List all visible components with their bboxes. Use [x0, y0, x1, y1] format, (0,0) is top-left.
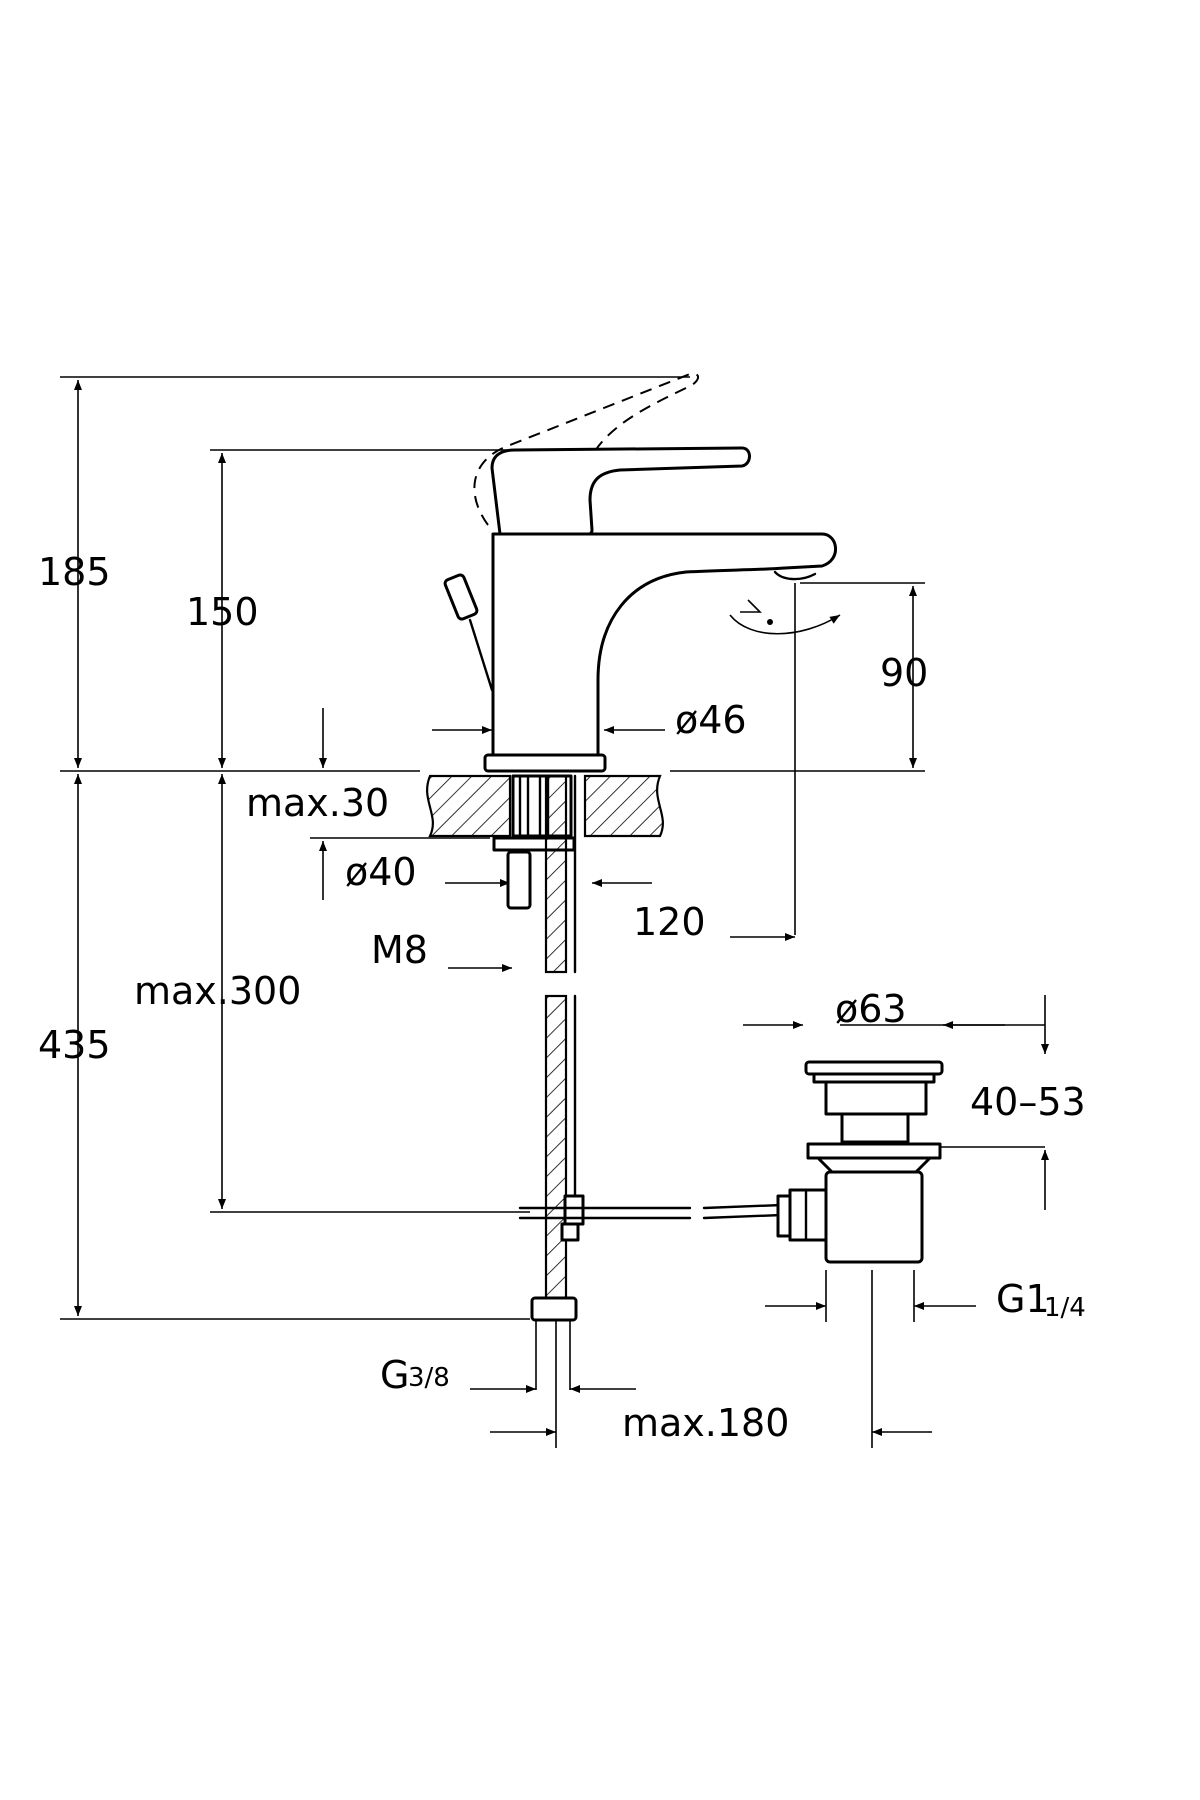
label-hose-thread: G [380, 1353, 409, 1397]
label-below-deck: 435 [38, 1023, 111, 1067]
popup-waste [776, 1060, 944, 1264]
label-spout-reach: 120 [633, 900, 706, 944]
label-thread-rod: M8 [371, 928, 428, 972]
label-max-offset: max.180 [622, 1401, 789, 1445]
label-spout-height: 90 [880, 651, 928, 695]
label-waste-diameter: ø63 [835, 987, 907, 1031]
popup-linkage [518, 1194, 784, 1242]
label-hose-thread-fraction: 3/8 [408, 1363, 450, 1393]
label-waste-thread-fraction: 1/4 [1044, 1293, 1086, 1323]
mixer-lever [490, 446, 751, 538]
label-total-height: 185 [38, 550, 111, 594]
label-waste-range: 40–53 [970, 1080, 1086, 1124]
dimension-lines [74, 380, 1049, 1436]
faucet-body [483, 532, 837, 773]
countertop-section [426, 774, 664, 838]
label-body-height: 150 [186, 590, 259, 634]
label-max-rod: max.300 [134, 969, 301, 1013]
popup-rod-handle [443, 573, 494, 692]
label-waste-thread: G1 [996, 1277, 1050, 1321]
label-body-diameter: ø46 [675, 698, 747, 742]
swivel-indicator [729, 599, 841, 635]
label-max-deck: max.30 [246, 781, 389, 825]
label-hole-diameter: ø40 [345, 850, 417, 894]
dimension-labels: 185 150 90 ø46 max.30 ø40 120 M8 max.300… [38, 550, 1086, 1445]
